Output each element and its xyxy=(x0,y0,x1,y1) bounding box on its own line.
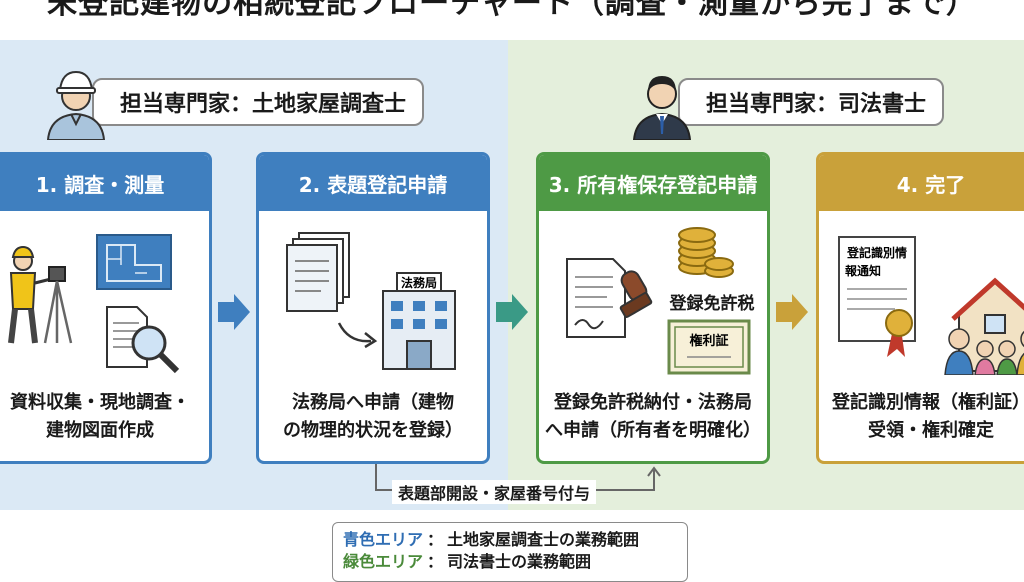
step-header: 4. 完了 xyxy=(819,155,1024,211)
step-header: 2. 表題登記申請 xyxy=(259,155,487,211)
certificate-label: 権利証 xyxy=(689,333,728,349)
step-desc: 登記識別情報（権利証） 受領・権利確定 xyxy=(832,392,1024,441)
courthouse-icon: 法務局 xyxy=(382,272,456,370)
magnifier-document-icon xyxy=(106,306,180,374)
doc-title-line2: 報通知 xyxy=(845,263,881,278)
flow-arrow xyxy=(776,294,808,330)
expert-label: 担当専門家：土地家屋調査士 xyxy=(92,78,425,126)
doc-title-line1: 登記識別情 xyxy=(846,245,907,260)
family-house-icon xyxy=(944,277,1024,375)
step-card-4: 4. 完了 登記識別情 報通知 登記識別情報（権利証） 受領・権利確定 xyxy=(816,152,1024,464)
certificate-ribbon-icon: 登記識別情 報通知 xyxy=(838,236,916,357)
businessman-icon xyxy=(632,76,692,140)
step-card-2: 2. 表題登記申請 法務局 法務局へ申請（建物 の物理的状況を登録） xyxy=(256,152,490,464)
construction-worker-icon xyxy=(46,70,106,140)
step-header: 3. 所有権保存登記申請 xyxy=(539,155,767,211)
step-desc: 資料収集・現地調査・ 建物図面作成 xyxy=(10,392,190,441)
step-card-3: 3. 所有権保存登記申請 登録免許税 権利証 登録免許税納付・法務局 へ申請（所… xyxy=(536,152,770,464)
step-header: 1. 調査・測量 xyxy=(0,155,209,211)
flow-arrow xyxy=(496,294,528,330)
building-label: 法務局 xyxy=(401,275,437,290)
legend: 青色エリア：土地家屋調査士の業務範囲 緑色エリア：司法書士の業務範囲 xyxy=(332,522,688,582)
legend-row-blue: 青色エリア：土地家屋調査士の業務範囲 xyxy=(343,530,640,549)
legend-row-green: 緑色エリア：司法書士の業務範囲 xyxy=(343,552,592,571)
step-desc: 法務局へ申請（建物 の物理的状況を登録） xyxy=(283,392,463,441)
surveyor-icon xyxy=(8,245,73,344)
bracket-label: 表題部開設・家屋番号付与 xyxy=(392,480,597,504)
expert-surveyor: 担当専門家：土地家屋調査士 xyxy=(38,64,425,140)
coins-icon xyxy=(678,227,734,278)
expert-label: 担当専門家：司法書士 xyxy=(678,78,945,126)
expert-scrivener: 担当専門家：司法書士 xyxy=(624,64,945,140)
blueprint-icon xyxy=(96,234,172,290)
flow-arrow xyxy=(218,294,250,330)
tax-label: 登録免許税 xyxy=(669,294,755,314)
page-title: 未登記建物の相続登記フローチャート（調査・測量から完了まで） xyxy=(47,0,977,21)
documents-icon xyxy=(286,232,350,312)
step-card-1: 1. 調査・測量 資料収集・現地調査・ 建物図面作成 xyxy=(0,152,212,464)
certificate-icon: 権利証 xyxy=(667,319,751,375)
contract-stamp-icon xyxy=(566,258,653,338)
curved-arrow-icon xyxy=(337,322,378,349)
step-desc: 登録免許税納付・法務局 へ申請（所有者を明確化） xyxy=(545,392,761,441)
